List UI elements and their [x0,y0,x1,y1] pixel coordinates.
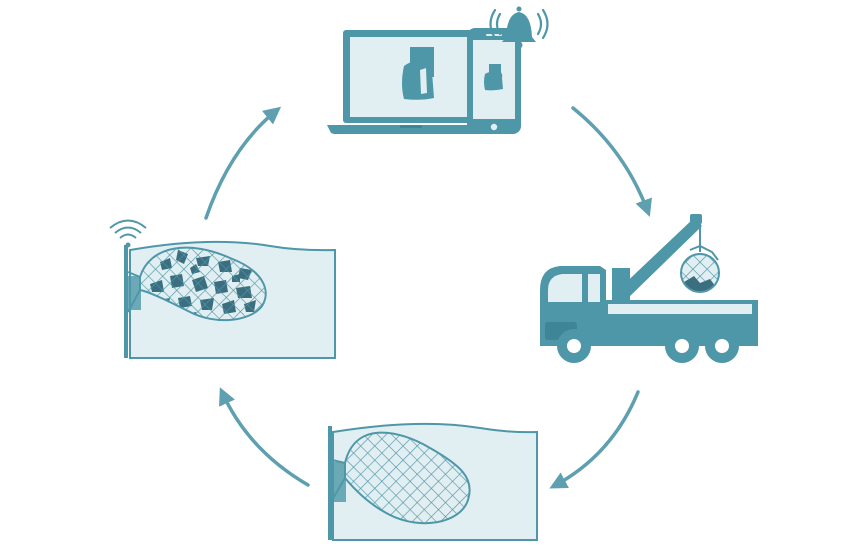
full-net-stage [109,219,336,359]
net-pole-icon [124,245,128,358]
truck-wheels [557,329,739,363]
empty-net-stage [328,422,538,541]
smartphone-icon [467,28,521,134]
devices-group [327,6,549,134]
bell-icon [489,6,549,49]
arrow-empty-net-to-full-net [219,387,310,487]
arrow-full-net-to-devices [204,106,282,220]
arrow-truck-to-empty-net [549,390,640,489]
laptop-screen-bag-icon [402,47,434,100]
arrow-top-to-truck [571,106,652,217]
cycle-arrows [204,106,652,489]
laptop-icon [327,30,495,134]
net-pole-icon [328,426,332,540]
wifi-signal-icon [109,219,147,248]
phone-screen-bag-icon [484,64,503,91]
crane-truck-icon [540,214,758,363]
full-net-bag-icon [680,244,720,293]
